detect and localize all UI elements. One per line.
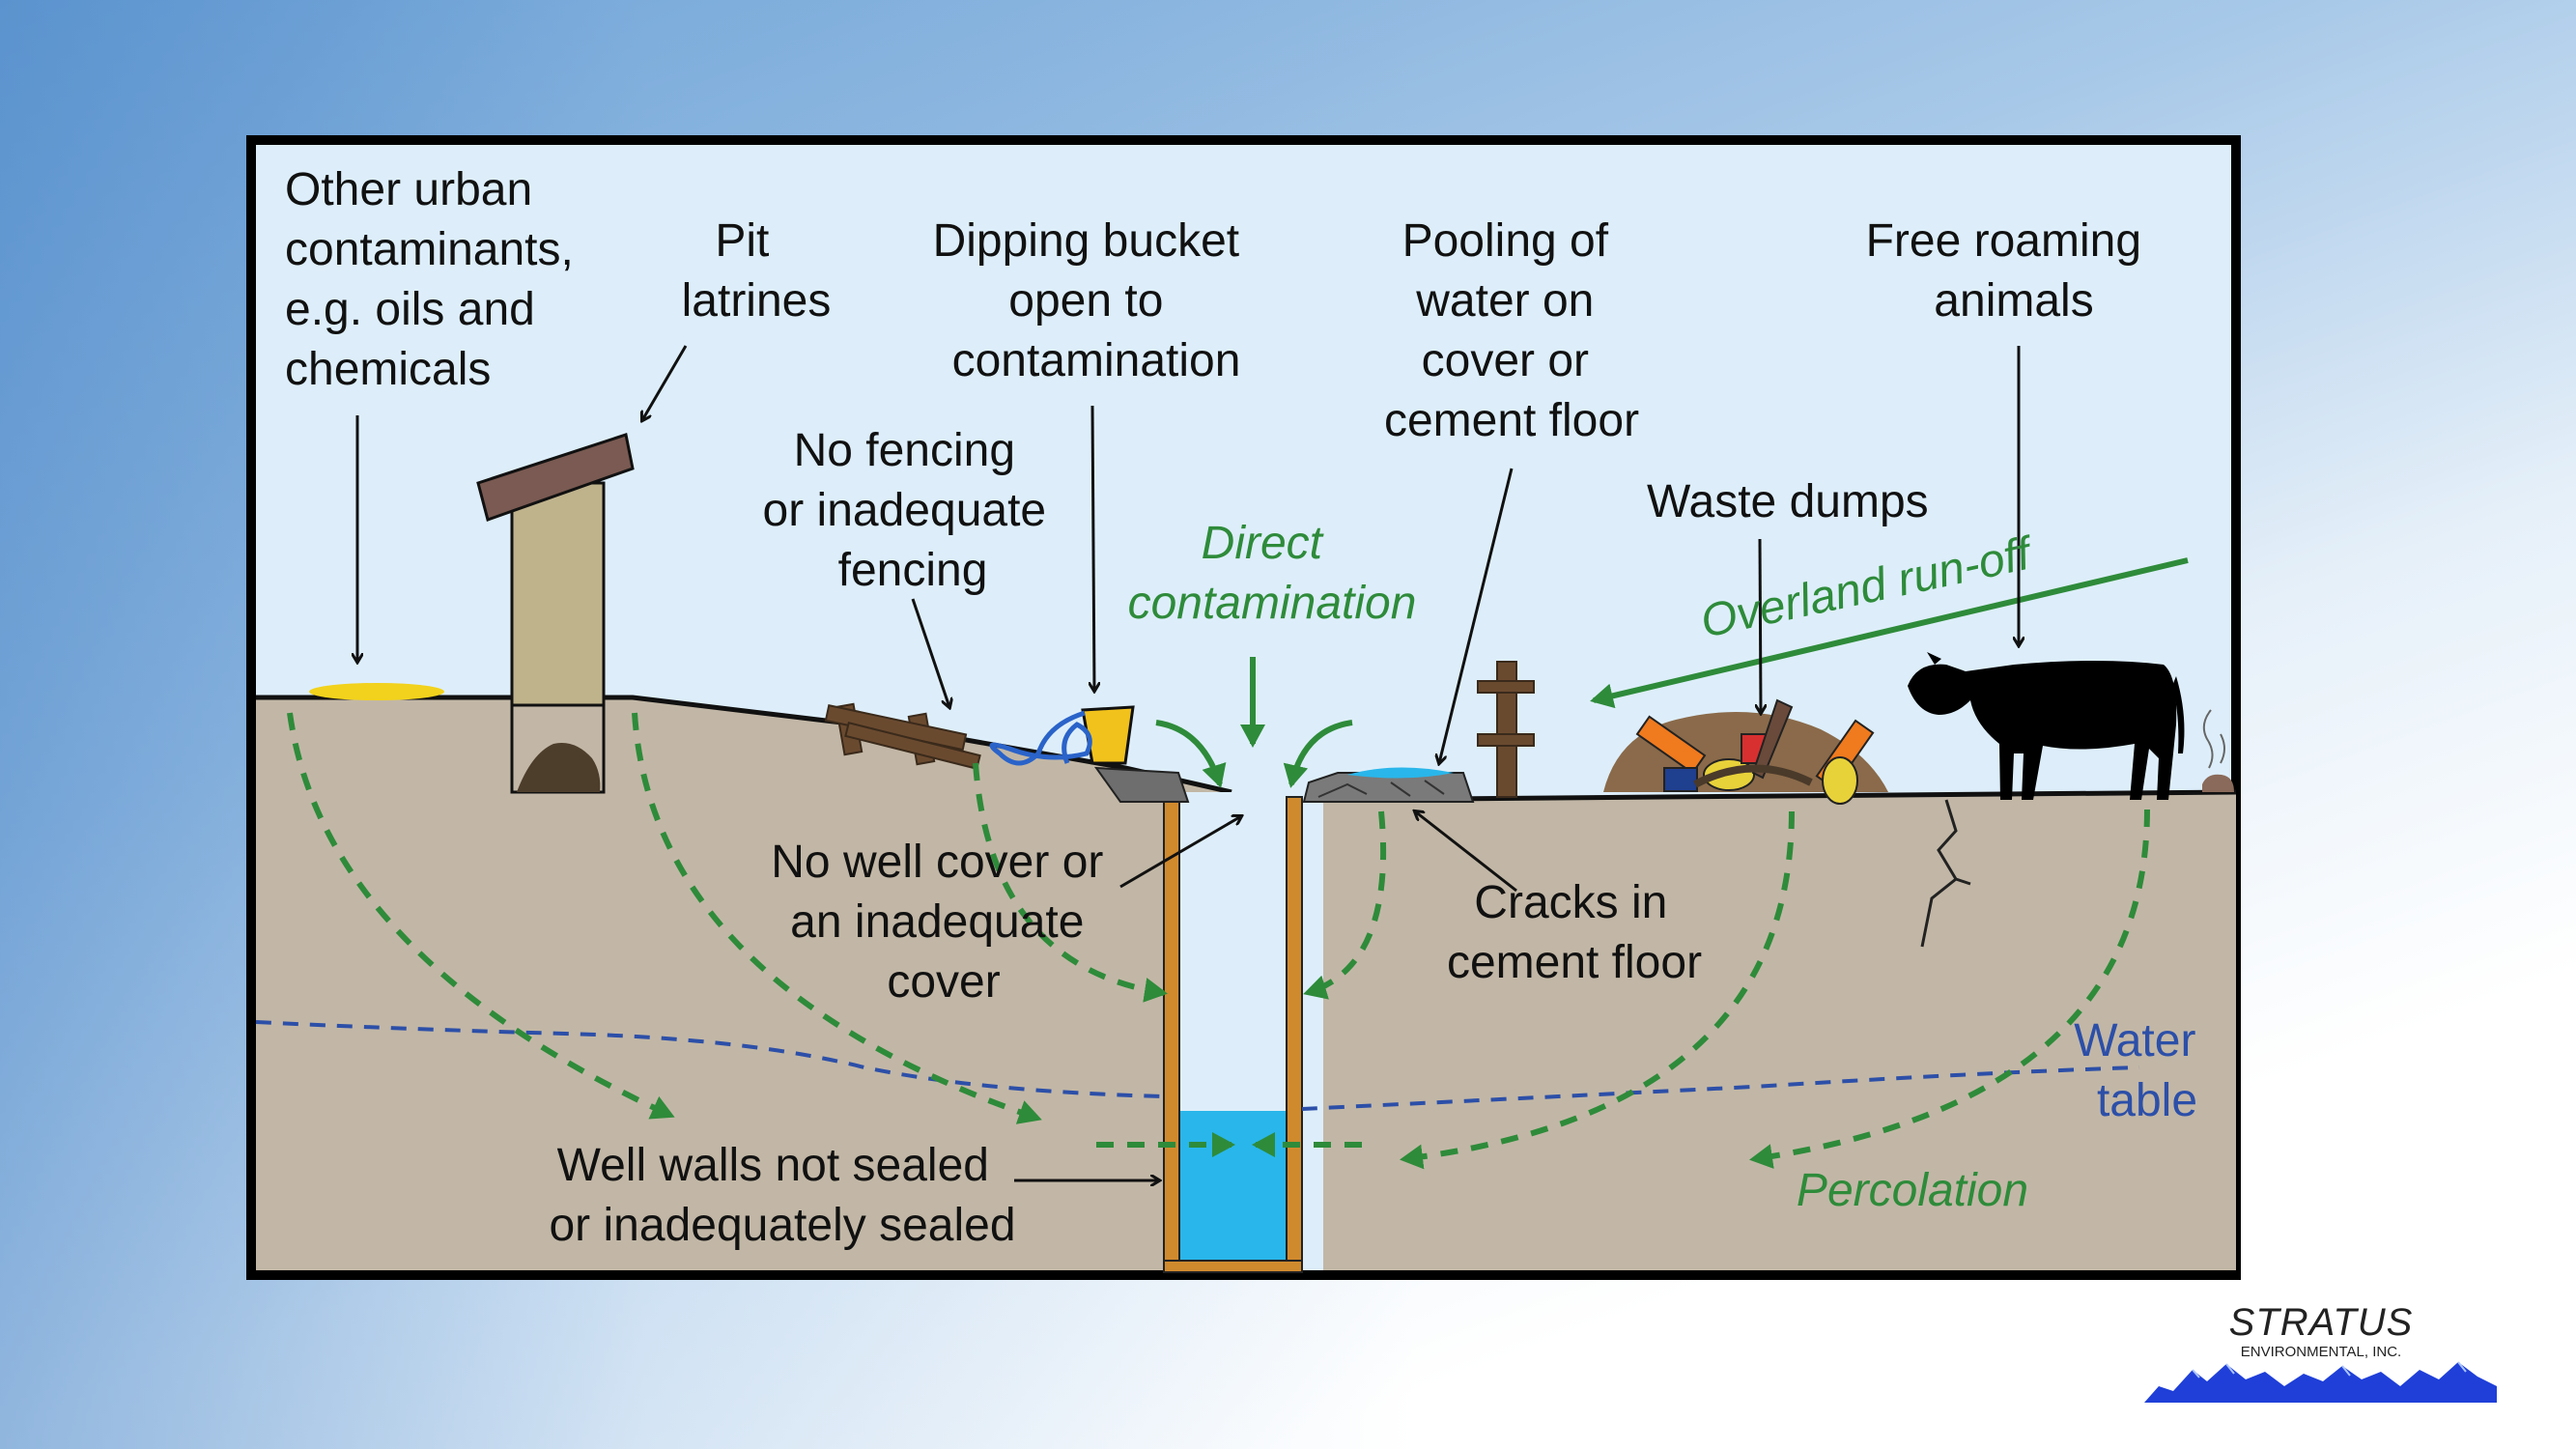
- fence-post: [1477, 661, 1535, 798]
- well-water: [1169, 1111, 1294, 1265]
- direct-contamination-arrow-left: [1155, 720, 1227, 788]
- percolation-arrow-1: [287, 712, 675, 1120]
- dung-steam: [2202, 709, 2225, 769]
- well-wall-right: [1286, 796, 1303, 1271]
- cover-slab-left: [1093, 766, 1190, 803]
- label-no-well-cover: No well cover or an inadequate cover: [771, 837, 1116, 1008]
- label-pooling-water: Pooling of water on cover or cement floo…: [1384, 215, 1639, 446]
- percolation-arrow-2: [632, 712, 1042, 1124]
- percolation-arrow-3: [973, 762, 1168, 1003]
- ground-surface-right: [1322, 789, 2237, 803]
- direct-contamination-arrow-right: [1283, 720, 1353, 788]
- pointer-cracks: [1415, 811, 1517, 893]
- pooled-water: [1347, 767, 1454, 779]
- pointer-dipping-bucket: [1092, 405, 1094, 691]
- overland-runoff-arrow: [1590, 557, 2189, 709]
- waste-dump: [1603, 698, 1888, 805]
- pointer-pit-latrines: [642, 345, 688, 420]
- label-well-walls: Well walls not sealed or inadequately se…: [549, 1140, 1015, 1251]
- pit-latrine-waste: [517, 743, 601, 792]
- label-waste-dumps: Waste dumps: [1647, 476, 1929, 527]
- logo-name: STRATUS: [2229, 1301, 2414, 1344]
- logo-mountains: [2144, 1362, 2497, 1403]
- oil-puddle: [309, 683, 444, 700]
- pointer-no-fencing: [911, 598, 949, 707]
- logo-subtitle: ENVIRONMENTAL, INC.: [2241, 1344, 2401, 1360]
- dung-pile: [2202, 774, 2234, 792]
- pointer-no-well-cover: [1119, 816, 1241, 889]
- percolation-arrow-4: [1303, 810, 1387, 1000]
- soil-left: [256, 697, 1265, 1270]
- logo-mountain-highlights: [2192, 1361, 2467, 1378]
- bucket-rope: [989, 710, 1092, 766]
- label-no-fencing: No fencing or inadequate fencing: [763, 425, 1060, 596]
- label-free-roaming-animals: Free roaming animals: [1866, 215, 2155, 327]
- pit-latrine-roof: [476, 433, 635, 522]
- label-dipping-bucket: Dipping bucket open to contamination: [933, 215, 1253, 386]
- cow-silhouette: [1908, 652, 2185, 800]
- soil-right: [1323, 792, 2236, 1270]
- label-pit-latrines: Pit latrines: [682, 215, 832, 327]
- stratus-logo: STRATUS ENVIRONMENTAL, INC.: [2139, 1294, 2506, 1406]
- water-table-line: [255, 1020, 2140, 1111]
- well-contamination-diagram: Other urban contaminants, e.g. oils and …: [246, 135, 2241, 1280]
- pointer-waste-dumps: [1760, 538, 1761, 713]
- well-wall-left: [1163, 796, 1180, 1271]
- pointer-pooling-water: [1439, 468, 1514, 763]
- label-direct-contamination: Direct contamination: [1128, 518, 1417, 629]
- broken-fence: [824, 702, 981, 770]
- percolation-arrow-6: [1749, 809, 2150, 1169]
- pit-latrine-booth: [510, 481, 606, 712]
- label-water-table: Water table: [2074, 1015, 2209, 1126]
- cement-crack-lines: [1317, 780, 1445, 798]
- label-urban-contaminants: Other urban contaminants, e.g. oils and …: [285, 164, 586, 395]
- label-cracks-cement: Cracks in cement floor: [1447, 877, 1702, 988]
- percolation-arrow-5: [1400, 810, 1795, 1170]
- well-bottom: [1163, 1260, 1303, 1273]
- label-percolation: Percolation: [1797, 1165, 2028, 1216]
- ground-crack: [1920, 799, 1971, 948]
